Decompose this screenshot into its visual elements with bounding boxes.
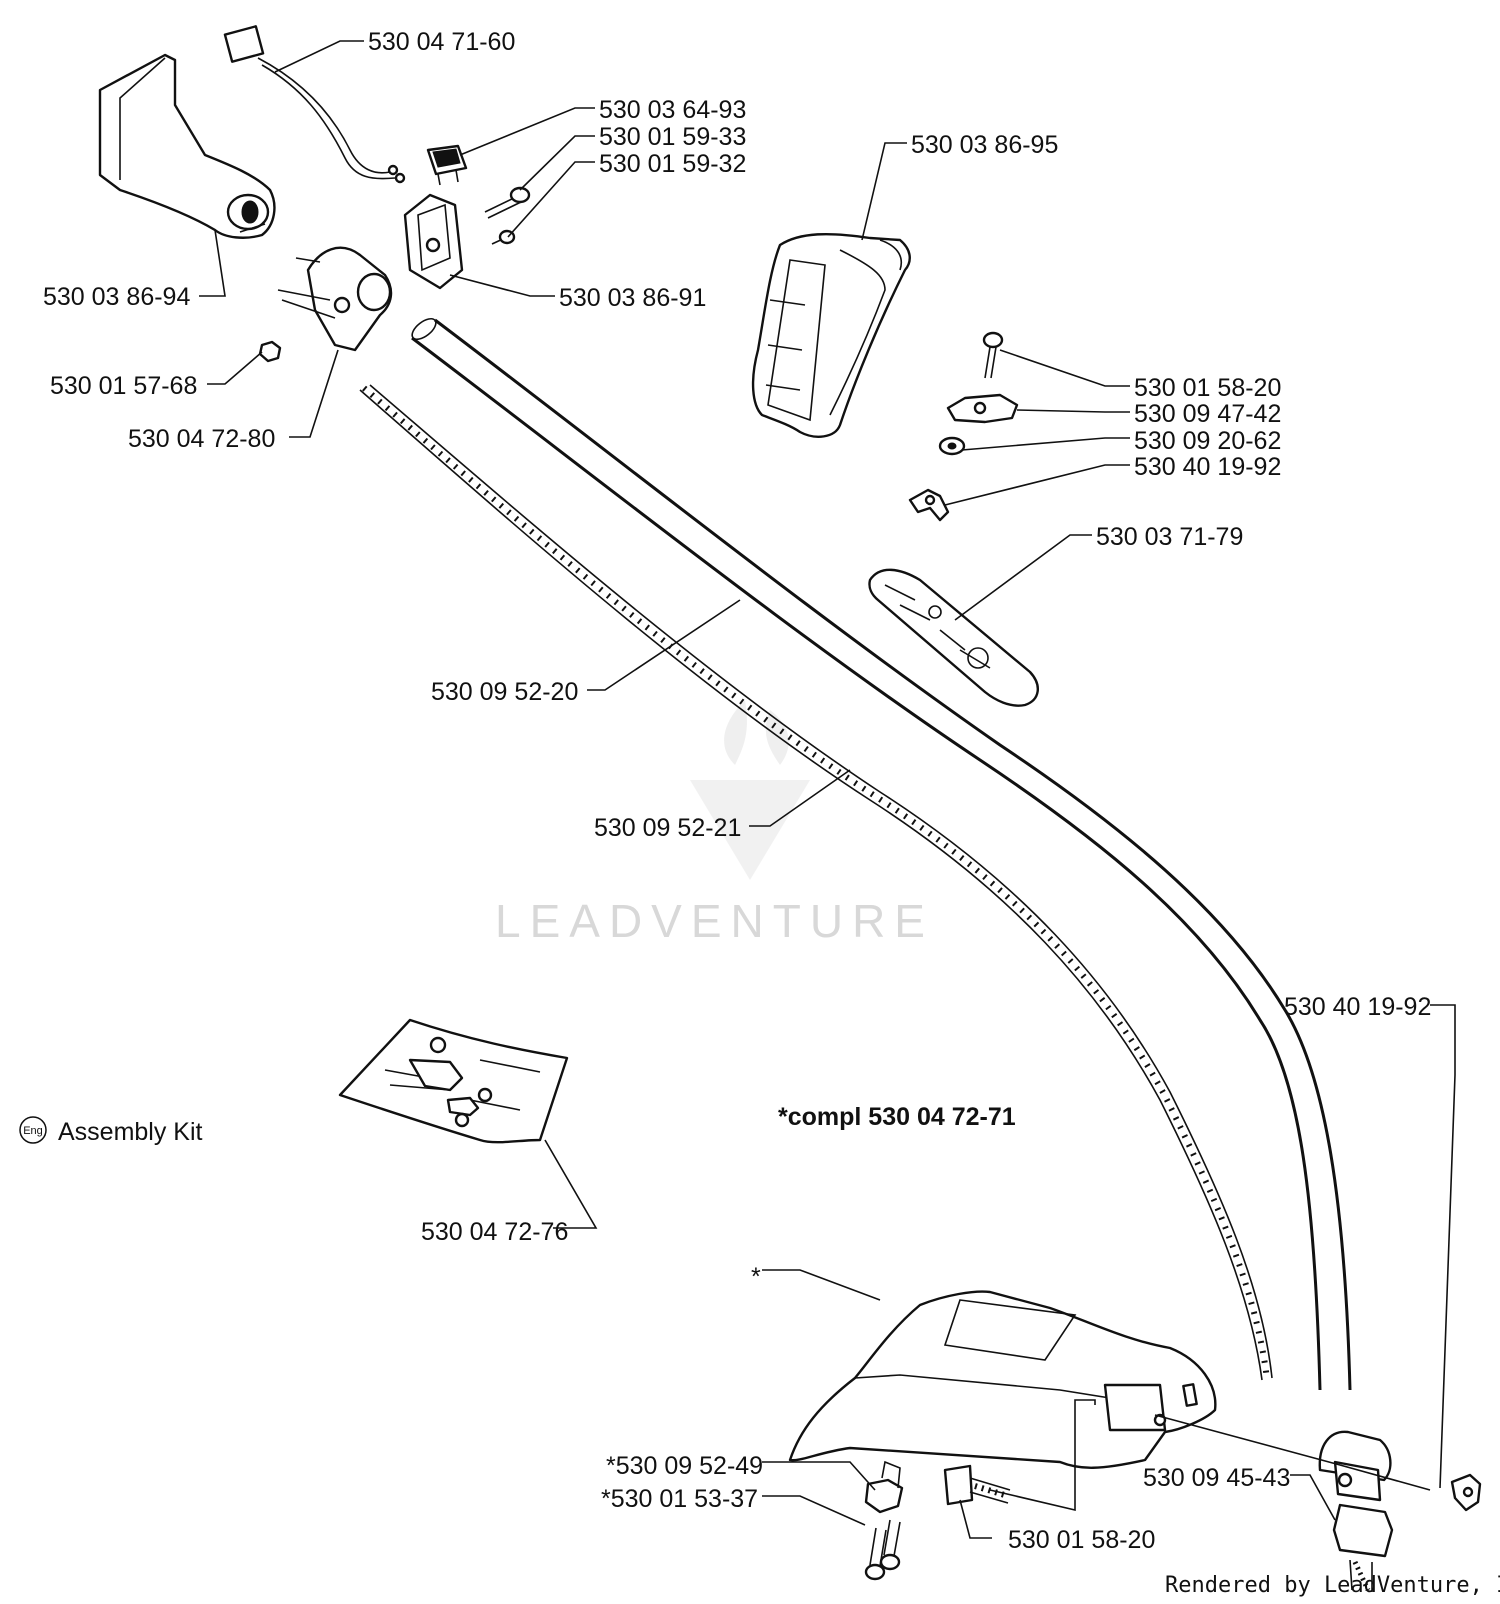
washer-part xyxy=(938,436,966,456)
wire-harness-part xyxy=(223,25,406,184)
label-530-04-71-60: 530 04 71-60 xyxy=(368,28,515,56)
screw-long-part xyxy=(484,186,531,219)
screw-clamp-part xyxy=(982,331,1004,379)
label-530-01-57-68: 530 01 57-68 xyxy=(50,372,197,400)
nut-part xyxy=(258,340,282,363)
switch-part xyxy=(426,144,468,186)
label-530-40-19-92-right: 530 40 19-92 xyxy=(1284,993,1431,1021)
carriage-bolt-part xyxy=(943,1464,1011,1506)
clamp-part xyxy=(946,393,1019,424)
label-530-03-64-93: 530 03 64-93 xyxy=(599,96,746,124)
label-530-03-71-79: 530 03 71-79 xyxy=(1096,523,1243,551)
credit-text: Rendered by LeadVenture, Inc. xyxy=(1165,1573,1500,1598)
loop-handle-part xyxy=(751,232,911,438)
decal-part xyxy=(868,568,1039,707)
watermark-text: LEADVENTURE xyxy=(495,895,934,947)
compl-note: *compl 530 04 72-71 xyxy=(778,1103,1016,1131)
eng-badge-text: Eng xyxy=(23,1125,43,1137)
assembly-kit-label: Assembly Kit xyxy=(58,1118,203,1146)
throttle-housing-part xyxy=(277,246,393,352)
label-530-03-86-91: 530 03 86-91 xyxy=(559,284,706,312)
wing-nut-part xyxy=(908,488,950,522)
label-530-09-52-20: 530 09 52-20 xyxy=(431,678,578,706)
label-530-09-47-42: 530 09 47-42 xyxy=(1134,400,1281,428)
eng-badge: Eng xyxy=(19,1116,47,1144)
label-530-09-45-43: 530 09 45-43 xyxy=(1143,1464,1290,1492)
label-530-09-20-62: 530 09 20-62 xyxy=(1134,427,1281,455)
label-530-40-19-92-top: 530 40 19-92 xyxy=(1134,453,1281,481)
label-asterisk: * xyxy=(751,1263,761,1291)
assembly-kit-part xyxy=(338,1018,569,1144)
label-530-09-52-21: 530 09 52-21 xyxy=(594,814,741,842)
grass-guard-part xyxy=(788,1290,1217,1469)
label-530-04-72-76: 530 04 72-76 xyxy=(421,1218,568,1246)
label-530-03-86-95: 530 03 86-95 xyxy=(911,131,1058,159)
label-530-01-59-32: 530 01 59-32 xyxy=(599,150,746,178)
label-530-09-52-49: *530 09 52-49 xyxy=(606,1452,763,1480)
label-530-01-53-37: *530 01 53-37 xyxy=(601,1485,758,1513)
switch-housing-part xyxy=(403,193,464,290)
wing-nut-right-part xyxy=(1450,1473,1482,1512)
label-530-04-72-80: 530 04 72-80 xyxy=(128,425,275,453)
rear-handle-part xyxy=(98,53,276,239)
guard-screws-part xyxy=(864,1519,901,1581)
drive-tube-part xyxy=(411,317,1352,1391)
drive-shaft-part xyxy=(359,384,1273,1381)
label-530-01-59-33: 530 01 59-33 xyxy=(599,123,746,151)
label-530-03-86-94: 530 03 86-94 xyxy=(43,283,190,311)
leader-lines xyxy=(199,40,1456,1539)
label-530-01-58-20-bottom: 530 01 58-20 xyxy=(1008,1526,1155,1554)
bracket-part xyxy=(864,1460,904,1514)
watermark-logo xyxy=(690,700,810,880)
tube-clamp-part xyxy=(1318,1430,1394,1592)
label-530-01-58-20-top: 530 01 58-20 xyxy=(1134,374,1281,402)
